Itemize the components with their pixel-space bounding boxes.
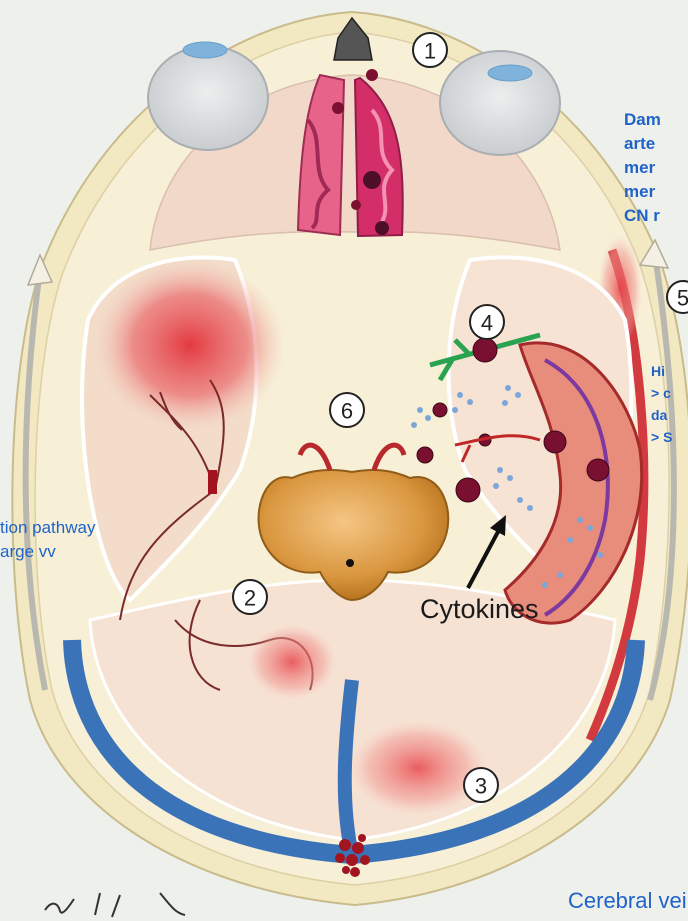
- cytokines-label: Cytokines: [420, 594, 539, 624]
- marker-1: 1: [413, 33, 447, 67]
- left-eye: [148, 46, 268, 150]
- bottom-caption: Cerebral vein: [568, 888, 688, 914]
- pathogen-dot: [375, 221, 389, 235]
- pathogen-dot: [332, 102, 344, 114]
- note-line: mer: [624, 180, 661, 204]
- note-line: Hi: [651, 360, 672, 382]
- note-line: mer: [624, 156, 661, 180]
- lesion-2: [247, 624, 337, 700]
- note-line: CN r: [624, 204, 661, 228]
- svg-text:3: 3: [475, 774, 487, 799]
- straight-sinus: [345, 680, 352, 855]
- right-top-note: Dam arte mer mer CN r: [624, 108, 661, 228]
- svg-text:6: 6: [341, 399, 353, 424]
- note-line: arte: [624, 132, 661, 156]
- svg-text:4: 4: [481, 311, 493, 336]
- pathogen-dot: [363, 171, 381, 189]
- note-line: arge vv: [0, 540, 95, 564]
- marker-3: 3: [464, 768, 498, 802]
- left-eye-cornea: [183, 42, 227, 58]
- marker-4: 4: [470, 305, 504, 339]
- right-eye-cornea: [488, 65, 532, 81]
- marker-6: 6: [330, 393, 364, 427]
- svg-text:5: 5: [677, 286, 688, 311]
- note-line: > c: [651, 382, 672, 404]
- svg-text:2: 2: [244, 586, 256, 611]
- left-note: tion pathway arge vv: [0, 516, 95, 564]
- lesion-3: [348, 720, 488, 816]
- svg-text:1: 1: [424, 39, 436, 64]
- handwriting-mark: [40, 885, 230, 921]
- pathogen-dot: [351, 200, 361, 210]
- vein-thrombus: [208, 470, 217, 494]
- brainstem-dot: [346, 559, 354, 567]
- note-line: > S: [651, 426, 672, 448]
- note-line: tion pathway: [0, 516, 95, 540]
- note-line: Dam: [624, 108, 661, 132]
- pathogen-dot: [366, 69, 378, 81]
- right-mid-note: Hi > c da > S: [651, 360, 672, 448]
- marker-2: 2: [233, 580, 267, 614]
- left-abscess-lesion: [95, 260, 285, 430]
- note-line: da: [651, 404, 672, 426]
